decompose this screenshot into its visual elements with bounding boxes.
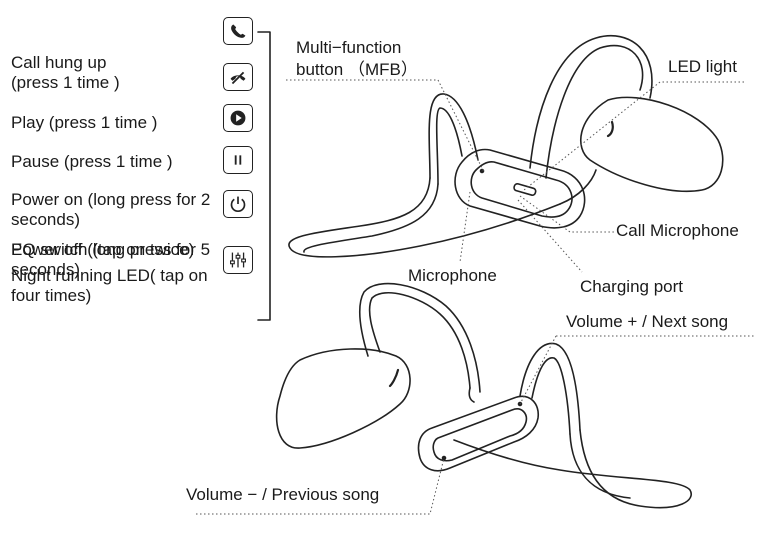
bottom-back-pod (275, 348, 411, 449)
hang-up-icon (223, 63, 253, 91)
callout-volume-up: Volume + / Next song (566, 312, 729, 331)
callout-charging-port: Charging port (580, 277, 684, 296)
label-power-on: Power on (long press for 2 seconds) (11, 190, 211, 229)
play-icon (223, 104, 253, 132)
top-back-pod (579, 96, 724, 193)
phone-icon (223, 17, 253, 45)
label-play: Play (press 1 time ) (11, 113, 158, 132)
label-call-hung-up: Call hung up (press 1 time ) (11, 53, 120, 92)
callout-led-light: LED light (668, 57, 737, 76)
callout-call-microphone: Call Microphone (616, 221, 739, 240)
equalizer-icon (223, 246, 253, 274)
top-front-pod (454, 148, 586, 229)
label-eq-switch: EQ switch (tap on twice) (11, 240, 195, 259)
control-bracket (257, 31, 271, 321)
power-icon (223, 190, 253, 218)
pause-icon (223, 146, 253, 174)
callout-mfb: Multi−function button （MFB） (296, 38, 418, 79)
label-power-off: Power off (long press for 5 seconds) (11, 240, 211, 279)
label-pause: Pause (press 1 time ) (11, 152, 173, 171)
bottom-front-pod (417, 395, 539, 472)
callout-volume-down: Volume − / Previous song (186, 485, 380, 504)
callout-microphone: Microphone (408, 266, 497, 285)
label-night-led: Night running LED( tap on four times) (11, 266, 208, 305)
